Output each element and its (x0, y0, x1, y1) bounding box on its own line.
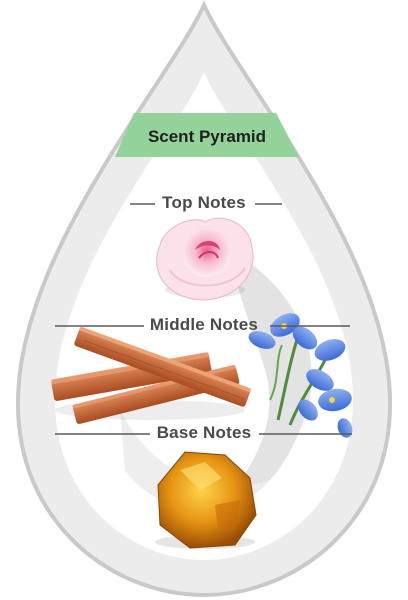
middle-notes-label: Middle Notes (149, 315, 259, 334)
sandalwood-sticks-image (50, 326, 252, 424)
top-notes-label: Top Notes (162, 193, 246, 212)
base-notes-label: Base Notes (156, 423, 252, 442)
tier-label-middle: Middle Notes (0, 315, 408, 335)
tier-label-base: Base Notes (0, 423, 408, 443)
tier-label-top: Top Notes (0, 193, 408, 213)
title-banner (115, 113, 299, 157)
amber-stone-image (155, 451, 257, 549)
rose-image (156, 217, 254, 301)
iris-flowers-image (248, 313, 353, 438)
diagram-title: Scent Pyramid (147, 127, 267, 146)
